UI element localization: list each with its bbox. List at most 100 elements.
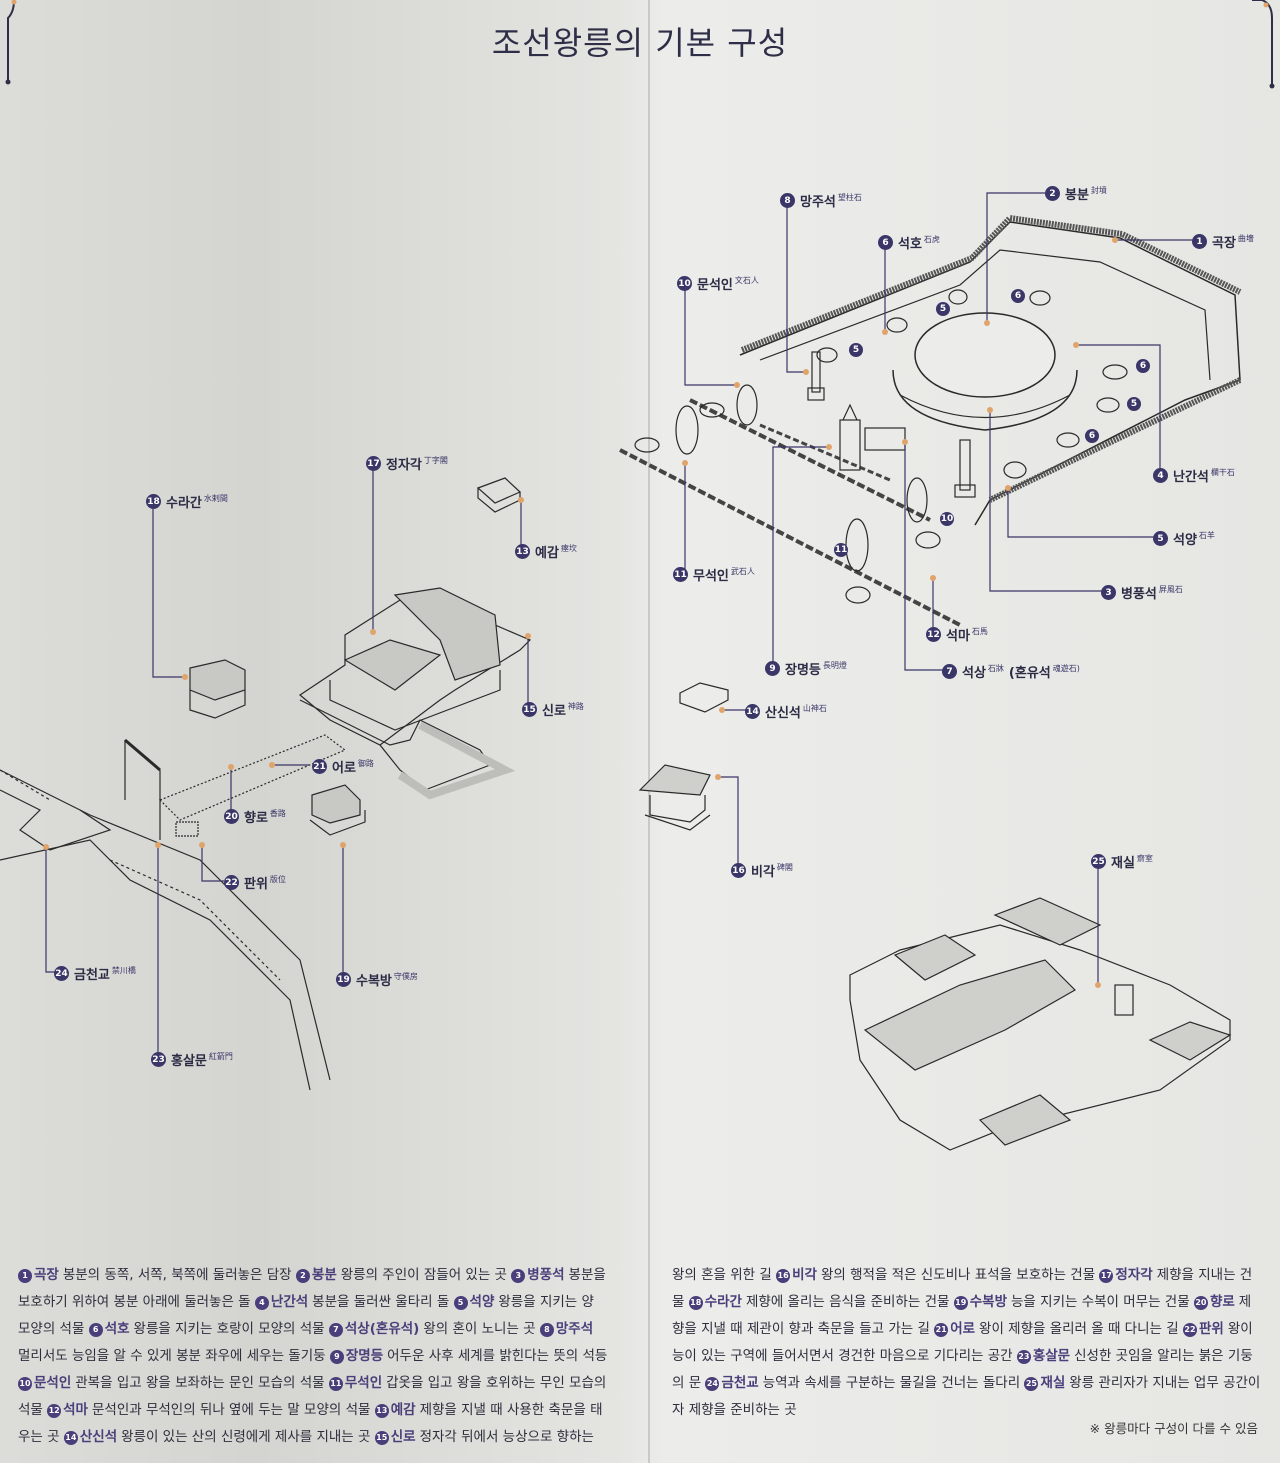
number-badge: 15 <box>522 702 537 717</box>
yegam-illustration <box>476 477 522 513</box>
number-badge: 23 <box>151 1052 166 1067</box>
number-badge: 22 <box>224 875 239 890</box>
number-badge: 6 <box>1011 289 1025 303</box>
number-badge: 5 <box>936 302 950 316</box>
number-badge: 6 <box>1085 429 1099 443</box>
number-badge: 12 <box>926 627 941 642</box>
number-badge: 1 <box>1192 234 1207 249</box>
footnote: ※ 왕릉마다 구성이 다를 수 있음 <box>1089 1421 1258 1436</box>
number-badge: 3 <box>1101 585 1116 600</box>
number-badge: 4 <box>1153 468 1168 483</box>
number-badge: 5 <box>1153 531 1168 546</box>
number-badge: 5 <box>849 343 863 357</box>
frame-corner-right-icon <box>1252 0 1275 89</box>
surangan-illustration <box>189 659 246 719</box>
number-badge: 16 <box>731 863 746 878</box>
number-badge: 10 <box>677 276 692 291</box>
hongsalmun-illustration <box>124 738 199 840</box>
bigak-illustration <box>638 764 711 831</box>
number-badge: 10 <box>940 512 954 526</box>
legend-continuation: 왕의 혼을 위한 길 <box>672 1267 772 1283</box>
royal-tomb-diagram <box>0 192 1242 1151</box>
number-badge: 14 <box>745 704 760 719</box>
number-badge: 13 <box>515 544 530 559</box>
number-badge: 6 <box>1136 359 1150 373</box>
number-badge: 11 <box>834 543 848 557</box>
number-badge: 20 <box>224 809 239 824</box>
jeongjagak-illustration <box>158 587 532 821</box>
number-badge: 5 <box>1127 397 1141 411</box>
number-badge: 9 <box>765 661 780 676</box>
page-fold-line <box>648 0 650 1463</box>
number-badge: 11 <box>673 567 688 582</box>
number-badge: 7 <box>942 664 957 679</box>
jaesil-illustration <box>849 897 1232 1151</box>
number-badge: 2 <box>1045 186 1060 201</box>
geumcheongyo-illustration <box>0 769 331 1091</box>
leader-lines <box>45 192 1200 1058</box>
page-title: 조선왕릉의 기본 구성 <box>491 24 789 62</box>
number-badge: 21 <box>312 759 327 774</box>
number-badge: 25 <box>1091 854 1106 869</box>
number-badge: 6 <box>878 235 893 250</box>
number-badge: 18 <box>146 494 161 509</box>
frame-corner-left-icon <box>5 0 17 85</box>
number-badge: 24 <box>54 966 69 981</box>
number-badge: 8 <box>780 193 795 208</box>
anchor-dots <box>43 237 1118 988</box>
number-badge: 17 <box>366 456 381 471</box>
tomb-area-illustration <box>619 214 1242 713</box>
subokbang-illustration <box>309 784 366 836</box>
